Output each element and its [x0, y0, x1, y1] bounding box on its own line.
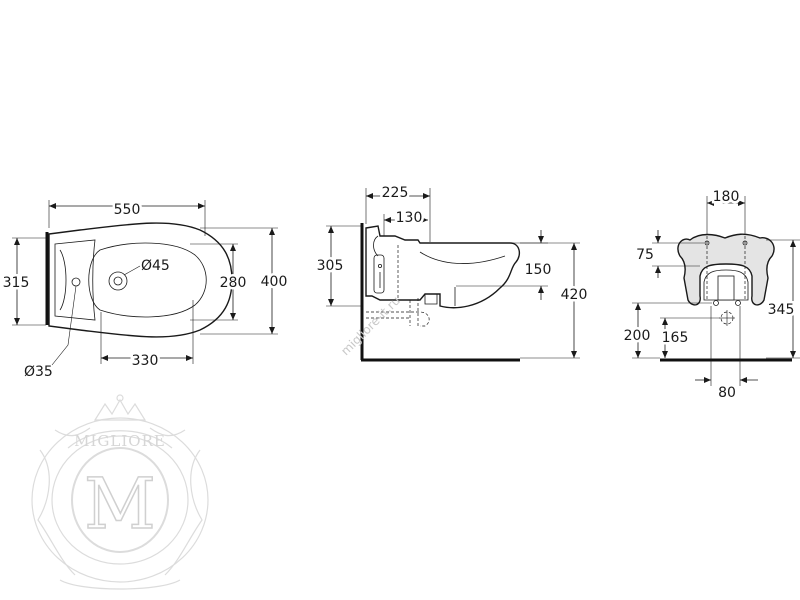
dim-180: 180 — [713, 189, 740, 205]
dim-225: 225 — [382, 185, 409, 201]
dim-280: 280 — [220, 275, 247, 291]
logo-monogram: M — [84, 463, 156, 545]
dim-550: 550 — [114, 202, 141, 218]
dim-305: 305 — [317, 258, 344, 274]
dim-420: 420 — [561, 287, 588, 303]
top-view-bowl — [88, 242, 207, 318]
dim-150: 150 — [525, 262, 552, 278]
front-view: 180 75 345 200 165 80 — [621, 187, 800, 401]
dim-hole-45: Ø45 — [141, 258, 170, 274]
dim-75: 75 — [636, 247, 654, 263]
logo-text: MIGLIORE — [74, 432, 166, 450]
dim-345: 345 — [768, 302, 795, 318]
tap-hole — [108, 271, 128, 291]
dim-165: 165 — [662, 330, 689, 346]
dim-200: 200 — [624, 328, 651, 344]
dim-330: 330 — [132, 353, 159, 369]
top-view: 550 400 315 280 330 Ø45 Ø35 — [0, 200, 290, 381]
migliore-logo-watermark: MIGLIORE M — [31, 394, 209, 590]
front-view-body — [677, 233, 775, 306]
watermark-site-text: migliore-it.ru — [338, 293, 403, 358]
dim-130: 130 — [396, 210, 423, 226]
side-view: 225 130 305 150 420 migliore-it.ru — [314, 183, 590, 362]
dim-315: 315 — [3, 275, 30, 291]
dim-400: 400 — [261, 274, 288, 290]
side-view-body — [365, 225, 521, 309]
top-view-deck — [54, 239, 96, 321]
dim-drain-35: Ø35 — [24, 364, 53, 380]
dim-80: 80 — [718, 385, 736, 401]
